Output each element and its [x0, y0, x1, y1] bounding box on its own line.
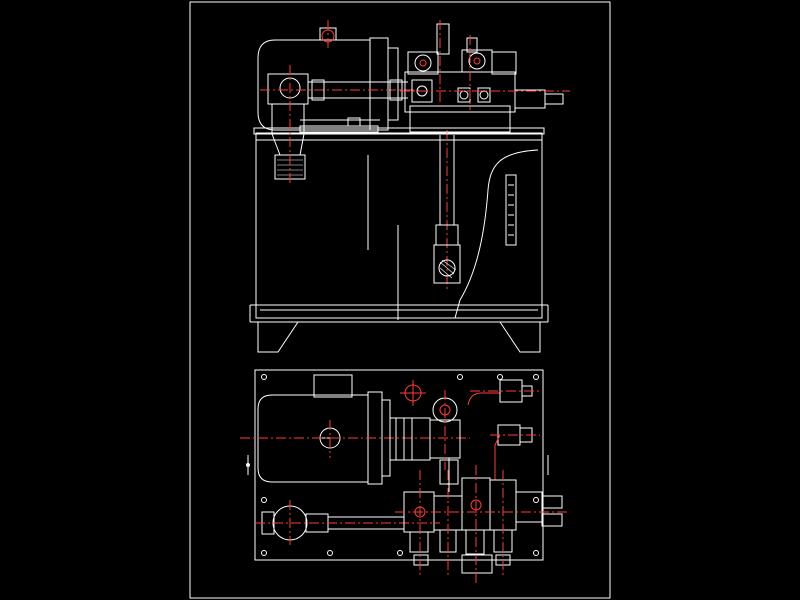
suction-line: [433, 130, 461, 290]
reference-mark: [400, 380, 426, 406]
base-plate: [254, 369, 544, 561]
motor-plan: [240, 374, 470, 485]
top-plan-view: [240, 369, 570, 585]
gauge-line: [467, 379, 540, 480]
valve-manifold: [400, 20, 570, 113]
oil-level-gauge: [505, 174, 517, 246]
oil-tank: [249, 132, 549, 353]
mounting-bolts: [261, 374, 539, 556]
sheet-border: [189, 1, 611, 599]
filter-plan: [255, 500, 440, 545]
front-elevation-view: [249, 20, 570, 353]
valve-stack-plan: [395, 458, 570, 585]
block-base: [409, 105, 511, 133]
motor-base: [299, 125, 379, 133]
pressure-pipe: [260, 79, 420, 101]
air-breather: [267, 65, 309, 185]
electric-motor: [257, 20, 399, 131]
pump-coupling: [389, 390, 461, 470]
tank-cover: [253, 127, 545, 135]
